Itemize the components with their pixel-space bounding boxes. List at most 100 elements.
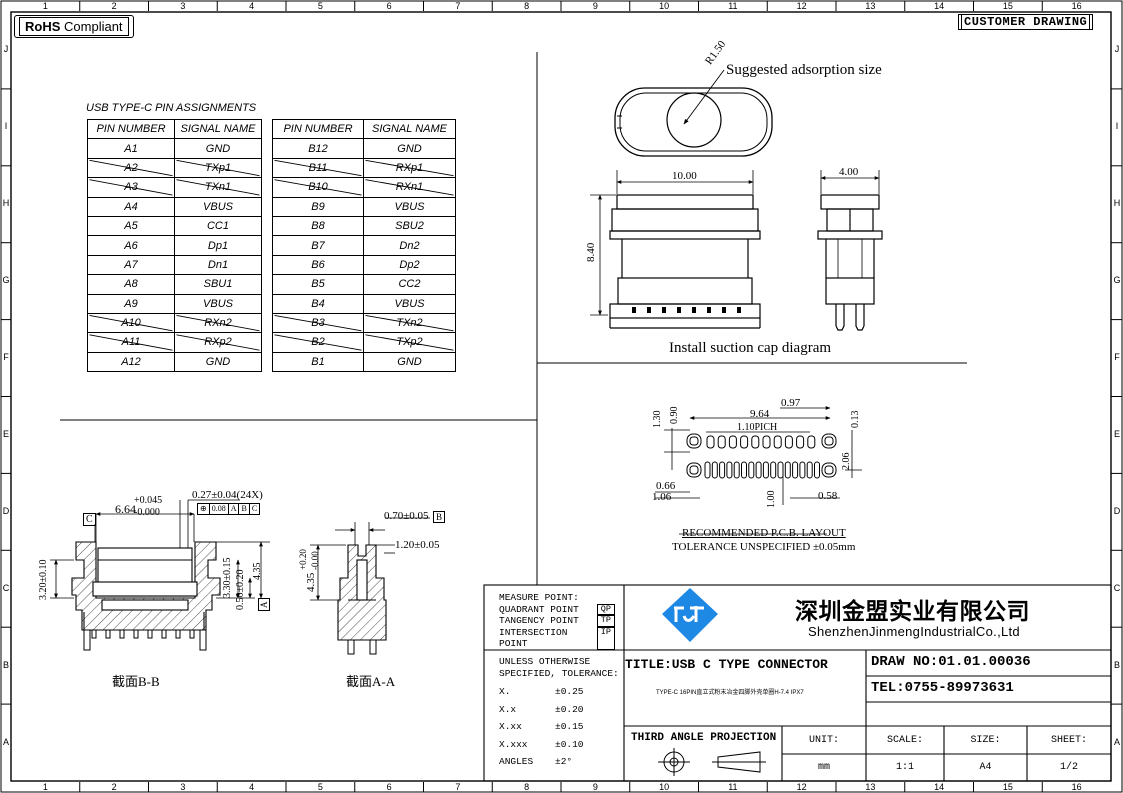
frame-column-number: 16 <box>1071 782 1082 792</box>
tolerance-row: X.xx ±0.15 <box>499 718 619 736</box>
drawing-subtitle: TYPE-C 16PIN直立式粉末冶金四脚外壳单圈H-7.4 IPX7 <box>656 690 804 696</box>
signal-name-cell: TXn1 <box>174 177 262 198</box>
frame-column-number: 12 <box>796 782 807 792</box>
tolerance-row: X.xxx±0.10 <box>499 736 619 754</box>
company-logo <box>662 588 718 642</box>
bb-dim-050: 0.50±0.20 <box>235 569 246 611</box>
section-aa-dims <box>310 517 430 601</box>
frame-column-number: 13 <box>865 1 876 11</box>
company-name-cn: 深圳金盟实业有限公司 <box>795 598 1030 624</box>
tolerance-key: X.x <box>499 703 517 715</box>
projection-label: THIRD ANGLE PROJECTION <box>631 732 777 744</box>
signal-name-cell: SBU2 <box>363 215 456 237</box>
frame-column-number: 8 <box>524 782 530 792</box>
region-separators <box>60 52 967 585</box>
signal-name-cell: GND <box>174 351 262 373</box>
frame-column-number: 14 <box>934 1 945 11</box>
section-aa-legs <box>347 639 377 655</box>
tolerance-key: X.xx <box>499 721 522 732</box>
telephone: TEL:0755-89973631 <box>871 680 1014 696</box>
datum-c: C <box>86 514 93 525</box>
pcb-caption: RECOMMENDED P.C.B. LAYOUT <box>682 527 846 539</box>
pin-number-cell: B5 <box>272 274 364 295</box>
rohs-bold: RoHS <box>25 19 61 34</box>
bb-dim-320: 3.20±0.10 <box>38 559 49 601</box>
adsorption-label: Suggested adsorption size <box>726 62 882 78</box>
frame-row-letter: C <box>2 582 10 593</box>
pcb-dim-100: 1.00 <box>766 490 777 509</box>
pin-number-cell: A8 <box>87 274 175 295</box>
suction-side-view <box>817 194 883 331</box>
frame-column-number: 6 <box>386 782 392 792</box>
signal-name-cell: RXn2 <box>174 312 262 334</box>
pin-number-cell: B2 <box>272 332 364 353</box>
frame-row-letter: E <box>1113 428 1120 439</box>
tolerance-value: ±0.15 <box>555 721 584 732</box>
pin-number-cell: B3 <box>272 312 364 334</box>
frame-column-number: 2 <box>111 1 117 11</box>
suction-width-dim: 10.00 <box>672 170 697 182</box>
frame-row-letter: H <box>2 198 10 209</box>
frame-column-number: 11 <box>728 1 738 11</box>
signal-name-cell: CC1 <box>174 215 262 237</box>
suction-side-dims <box>820 170 880 194</box>
aa-dim-435-up: +0.20 <box>298 549 308 570</box>
pin-number-cell: A12 <box>87 351 175 373</box>
frame-row-letter: A <box>1113 736 1120 747</box>
frame-column-number: 1 <box>42 782 48 792</box>
section-aa-body <box>337 544 387 641</box>
frame-column-number: 5 <box>317 782 323 792</box>
adsorption-leader <box>683 69 725 125</box>
frame-column-number: 9 <box>592 1 598 11</box>
signal-name-cell: VBUS <box>363 293 456 314</box>
unit-label: UNIT: <box>808 735 839 746</box>
section-aa-caption: 截面A-A <box>346 674 396 689</box>
tolerance-value: ±0.10 <box>555 738 584 750</box>
tolerance-row: X.±0.25 <box>499 683 619 701</box>
frame-row-letter: I <box>1115 121 1119 132</box>
signal-name-cell: VBUS <box>174 196 262 217</box>
fcf-symbol-icon: ⊕ <box>198 504 210 514</box>
datum-b-box: B <box>433 511 446 523</box>
frame-column-number: 8 <box>524 1 530 11</box>
frame-row-letter: D <box>1113 505 1121 516</box>
frame-column-number: 1 <box>42 1 48 11</box>
unit-value: mm <box>817 762 830 773</box>
frame-column-number: 3 <box>180 782 186 792</box>
signal-name-cell: Dn2 <box>363 235 456 256</box>
bb-dim-435: 4.35 <box>252 562 263 581</box>
signal-name-cell: VBUS <box>174 293 262 314</box>
tolerance-value: ±2° <box>555 756 573 767</box>
measure-point-code: IP <box>596 626 615 650</box>
fcf-datum-a: A <box>229 504 240 514</box>
bb-dim-664-dn: -0.000 <box>134 507 160 518</box>
tolerance-key: X. <box>499 686 511 697</box>
aa-dim-435: 4.35 <box>305 572 317 592</box>
section-bb-caption: 截面B-B <box>112 674 160 689</box>
customer-drawing-badge: CUSTOMER DRAWING <box>958 14 1094 30</box>
measure-point-code: TP <box>596 615 615 627</box>
pcb-dim-206: 2.06 <box>841 452 852 471</box>
frame-row-letter: B <box>1113 659 1120 670</box>
projection-symbol <box>658 748 766 776</box>
suction-front-pins <box>632 307 741 313</box>
tolerance-row: ANGLES±2° <box>499 753 619 771</box>
signal-name-cell: RXp1 <box>363 157 456 179</box>
frame-row-letter: J <box>3 44 9 55</box>
suction-front-view <box>609 194 761 329</box>
